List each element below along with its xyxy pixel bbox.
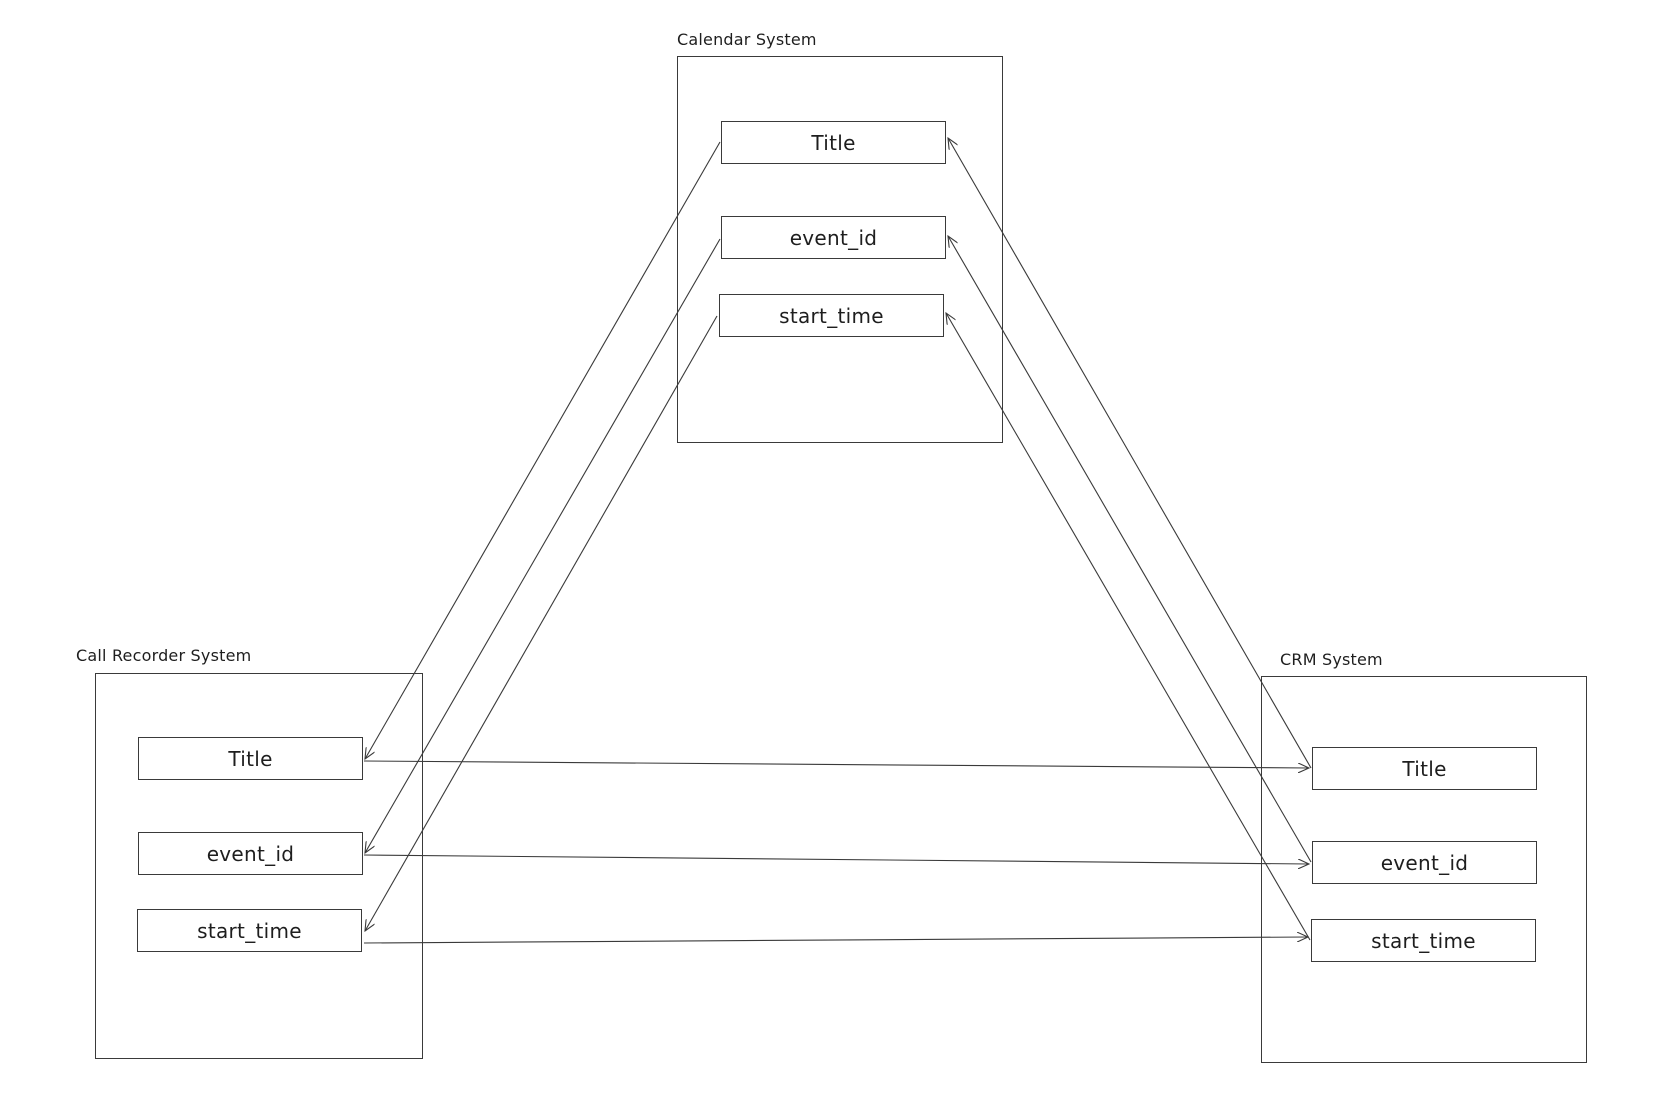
crm-field-event-id[interactable]: event_id bbox=[1312, 841, 1537, 884]
calendar-field-event-id[interactable]: event_id bbox=[721, 216, 946, 259]
calendar-field-title[interactable]: Title bbox=[721, 121, 946, 164]
arrow-recorder-title-to-crm-title bbox=[363, 760, 1309, 768]
crm-field-start-time[interactable]: start_time bbox=[1311, 919, 1536, 962]
call-recorder-field-title[interactable]: Title bbox=[138, 737, 363, 780]
call-recorder-field-event-id[interactable]: event_id bbox=[138, 832, 363, 875]
arrow-recorder-start-time-to-crm-start-time bbox=[363, 937, 1308, 944]
calendar-field-start-time[interactable]: start_time bbox=[719, 294, 944, 337]
crm-system-title: CRM System bbox=[1280, 650, 1383, 669]
call-recorder-system-title: Call Recorder System bbox=[76, 646, 252, 665]
crm-field-title[interactable]: Title bbox=[1312, 747, 1537, 790]
calendar-system-title: Calendar System bbox=[677, 30, 817, 49]
arrow-calendar-title-to-recorder-title bbox=[365, 141, 721, 759]
call-recorder-field-start-time[interactable]: start_time bbox=[137, 909, 362, 952]
arrow-recorder-event-id-to-crm-event-id bbox=[363, 854, 1309, 864]
